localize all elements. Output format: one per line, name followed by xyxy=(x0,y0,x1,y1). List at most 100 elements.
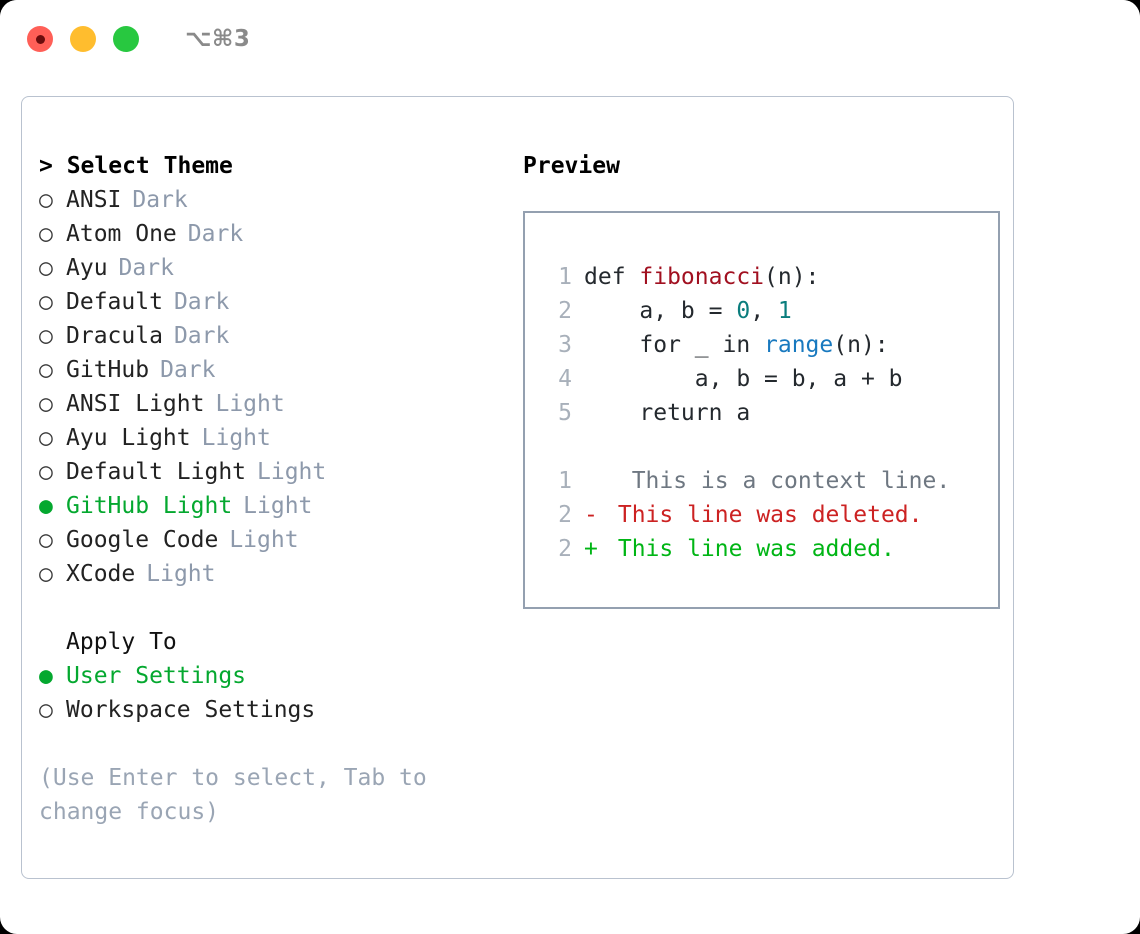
code-token-call: range xyxy=(764,332,834,358)
theme-variant-tag: Light xyxy=(229,527,299,553)
theme-list: ○ ANSI Dark ○ Atom One Dark ○ Ayu Dark xyxy=(39,183,504,591)
theme-name: Atom One xyxy=(66,221,177,247)
code-token: , xyxy=(750,298,778,324)
window-controls xyxy=(27,26,139,52)
theme-variant-tag: Light xyxy=(201,425,271,451)
radio-icon[interactable]: ○ xyxy=(39,459,53,485)
theme-variant-tag: Dark xyxy=(118,255,174,281)
preview-heading: Preview xyxy=(523,153,620,179)
code-line: 4 a, b = b, a + b xyxy=(544,362,998,396)
keyboard-shortcut-label: ⌥⌘3 xyxy=(185,26,251,52)
theme-name: ANSI Light xyxy=(66,391,205,417)
theme-name: XCode xyxy=(66,561,136,587)
preview-spacer xyxy=(544,430,998,464)
minimize-button[interactable] xyxy=(70,26,96,52)
theme-name: GitHub Light xyxy=(66,493,233,519)
radio-icon[interactable]: ○ xyxy=(39,561,53,587)
theme-list-item[interactable]: ○ Ayu Light Light xyxy=(39,421,504,455)
code-token-function: fibonacci xyxy=(639,264,765,290)
theme-name: Google Code xyxy=(66,527,219,553)
line-number: 2 xyxy=(558,298,572,324)
theme-list-item[interactable]: ○ Default Dark xyxy=(39,285,504,319)
radio-icon[interactable]: ○ xyxy=(39,527,53,553)
radio-icon[interactable]: ○ xyxy=(39,323,53,349)
apply-to-heading: Apply To xyxy=(66,629,177,655)
diff-marker xyxy=(584,464,604,498)
radio-icon[interactable]: ○ xyxy=(39,187,53,213)
radio-icon[interactable]: ○ xyxy=(39,391,53,417)
diff-text: This line was added. xyxy=(604,536,895,562)
line-number: 5 xyxy=(558,400,572,426)
code-line: 3 for _ in range(n): xyxy=(544,328,998,362)
theme-list-item[interactable]: ○ Google Code Light xyxy=(39,523,504,557)
code-token: def xyxy=(584,264,640,290)
radio-icon[interactable]: ○ xyxy=(39,255,53,281)
theme-name: Default xyxy=(66,289,163,315)
theme-list-item[interactable]: ○ Ayu Dark xyxy=(39,251,504,285)
recording-dot-icon xyxy=(35,34,45,44)
theme-variant-tag: Dark xyxy=(173,323,230,349)
radio-icon[interactable]: ○ xyxy=(39,289,53,315)
theme-variant-tag: Light xyxy=(257,459,327,485)
theme-variant-tag: Dark xyxy=(187,221,244,247)
theme-list-item-selected[interactable]: ● GitHub Light Light xyxy=(39,489,504,523)
theme-variant-tag: Light xyxy=(215,391,285,417)
line-number: 1 xyxy=(558,264,572,290)
preview-box: 1 def fibonacci(n): 2 a, b = 0, 1 3 for … xyxy=(523,211,1000,609)
code-content: a, b = 0, 1 xyxy=(584,294,792,328)
code-content: def fibonacci(n): xyxy=(584,260,819,294)
theme-list-item[interactable]: ○ Dracula Dark xyxy=(39,319,504,353)
diff-marker: - xyxy=(584,502,598,528)
maximize-button[interactable] xyxy=(113,26,139,52)
keyboard-hint-text: (Use Enter to select, Tab to change focu… xyxy=(39,765,427,825)
code-content: for _ in range(n): xyxy=(584,328,889,362)
main-panel: > Select Theme ○ ANSI Dark ○ Atom One Da… xyxy=(21,96,1014,879)
theme-name: ANSI xyxy=(66,187,122,213)
theme-list-item[interactable]: ○ GitHub Dark xyxy=(39,353,504,387)
theme-name: Ayu xyxy=(66,255,108,281)
theme-variant-tag: Light xyxy=(146,561,216,587)
line-number: 2 xyxy=(558,536,572,562)
radio-icon[interactable]: ○ xyxy=(39,357,53,383)
diff-marker: + xyxy=(584,536,598,562)
code-token: a, b = xyxy=(584,298,737,324)
theme-selector-column: > Select Theme ○ ANSI Dark ○ Atom One Da… xyxy=(39,149,504,868)
theme-variant-tag: Dark xyxy=(173,289,230,315)
line-number: 4 xyxy=(558,366,572,392)
apply-to-item-selected[interactable]: ● User Settings xyxy=(39,659,504,693)
code-content: return a xyxy=(584,400,751,426)
code-line: 1 def fibonacci(n): xyxy=(544,260,998,294)
preview-column: Preview 1 def fibonacci(n): 2 a, b = 0, … xyxy=(504,149,1003,868)
radio-icon[interactable]: ○ xyxy=(39,425,53,451)
apply-to-item[interactable]: ○ Workspace Settings xyxy=(39,693,504,727)
apply-to-label: Workspace Settings xyxy=(66,697,316,723)
close-button[interactable] xyxy=(27,26,53,52)
diff-text: This is a context line. xyxy=(604,468,951,494)
code-token: (n): xyxy=(833,332,889,358)
theme-list-item[interactable]: ○ XCode Light xyxy=(39,557,504,591)
apply-to-label: User Settings xyxy=(66,663,247,689)
line-number: 3 xyxy=(558,332,572,358)
code-token-number: 0 xyxy=(736,298,751,324)
radio-icon[interactable]: ● xyxy=(39,663,53,689)
code-token: for _ in xyxy=(584,332,765,358)
theme-list-item[interactable]: ○ Default Light Light xyxy=(39,455,504,489)
theme-list-item[interactable]: ○ Atom One Dark xyxy=(39,217,504,251)
radio-icon[interactable]: ○ xyxy=(39,221,53,247)
apply-to-list: ● User Settings ○ Workspace Settings xyxy=(39,659,504,727)
theme-variant-tag: Light xyxy=(243,493,313,519)
theme-name: Default Light xyxy=(66,459,247,485)
code-token: (n): xyxy=(764,264,820,290)
radio-icon[interactable]: ○ xyxy=(39,697,53,723)
theme-list-item[interactable]: ○ ANSI Light Light xyxy=(39,387,504,421)
list-spacer xyxy=(39,591,504,625)
select-theme-heading: > Select Theme xyxy=(39,153,233,179)
radio-icon[interactable]: ● xyxy=(39,493,53,519)
theme-list-item[interactable]: ○ ANSI Dark xyxy=(39,183,504,217)
line-number: 1 xyxy=(558,468,572,494)
title-bar: ⌥⌘3 xyxy=(0,0,1140,78)
code-token-number: 1 xyxy=(777,298,792,324)
diff-line-context: 1 This is a context line. xyxy=(544,464,998,498)
line-number: 2 xyxy=(558,502,572,528)
